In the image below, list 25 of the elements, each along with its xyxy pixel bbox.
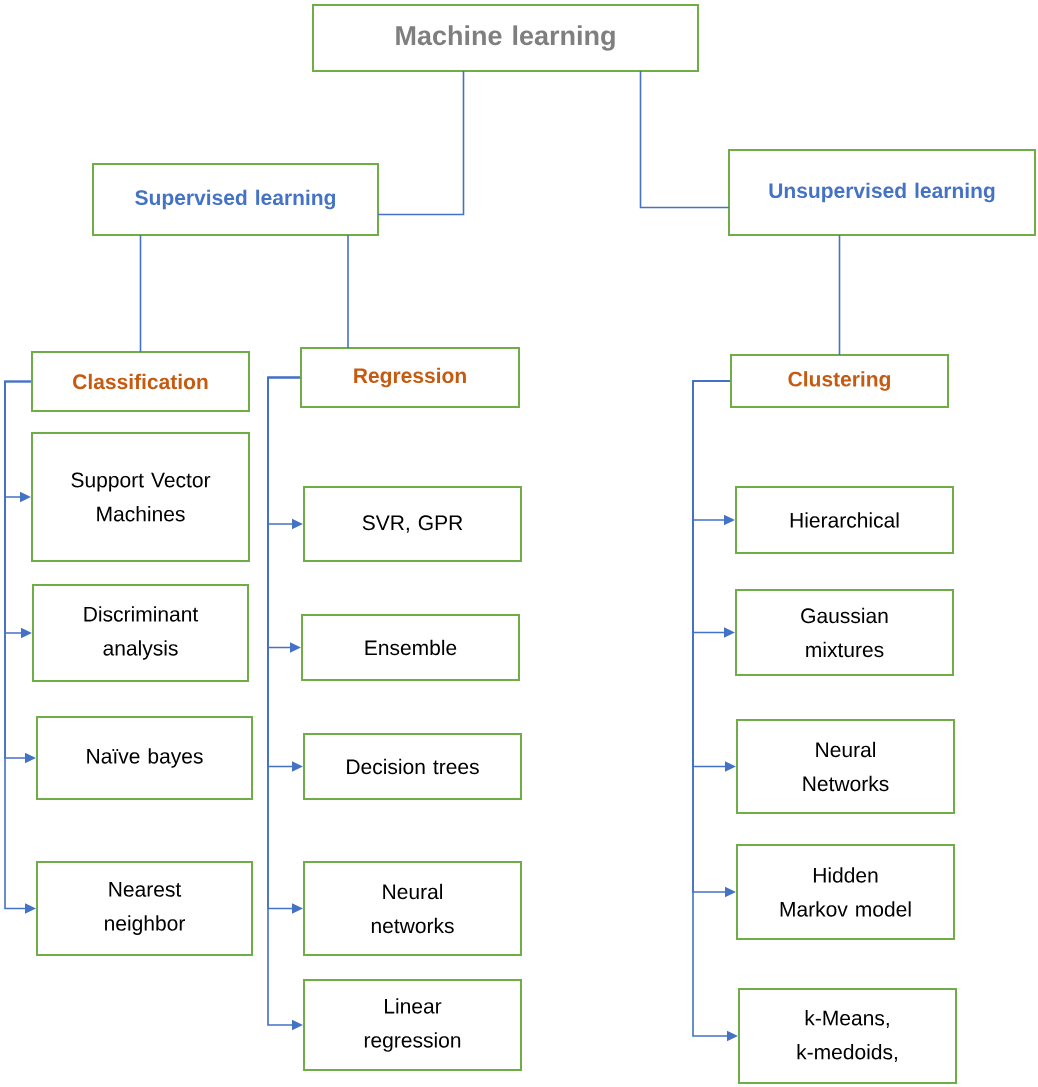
method-box: Linear regression	[303, 979, 522, 1071]
method-box: Hidden Markov model	[736, 844, 955, 940]
subcategory-box: Classification	[31, 351, 250, 412]
category-box: Unsupervised learning	[728, 149, 1036, 236]
connector-line	[347, 234, 349, 349]
method-box: Neural Networks	[736, 719, 955, 814]
title-box: Machine learning	[312, 4, 699, 72]
method-box: Discriminant analysis	[32, 584, 249, 682]
method-box: k-Means, k-medoids,	[738, 988, 957, 1084]
method-box: Support Vector Machines	[31, 432, 250, 562]
method-box: Naïve bayes	[36, 716, 253, 800]
method-box: Hierarchical	[735, 486, 954, 554]
method-box: Ensemble	[301, 614, 520, 681]
method-box: SVR, GPR	[303, 486, 522, 562]
category-box: Supervised learning	[92, 163, 379, 236]
connector-line	[639, 70, 730, 209]
connector-line	[838, 234, 841, 356]
connector-line	[377, 70, 465, 216]
connector-line	[139, 234, 142, 353]
method-box: Decision trees	[303, 733, 522, 800]
subcategory-box: Clustering	[730, 354, 949, 408]
subcategory-box: Regression	[300, 347, 520, 408]
method-box: Neural networks	[303, 861, 522, 956]
method-box: Nearest neighbor	[36, 861, 253, 956]
method-box: Gaussian mixtures	[735, 589, 954, 676]
